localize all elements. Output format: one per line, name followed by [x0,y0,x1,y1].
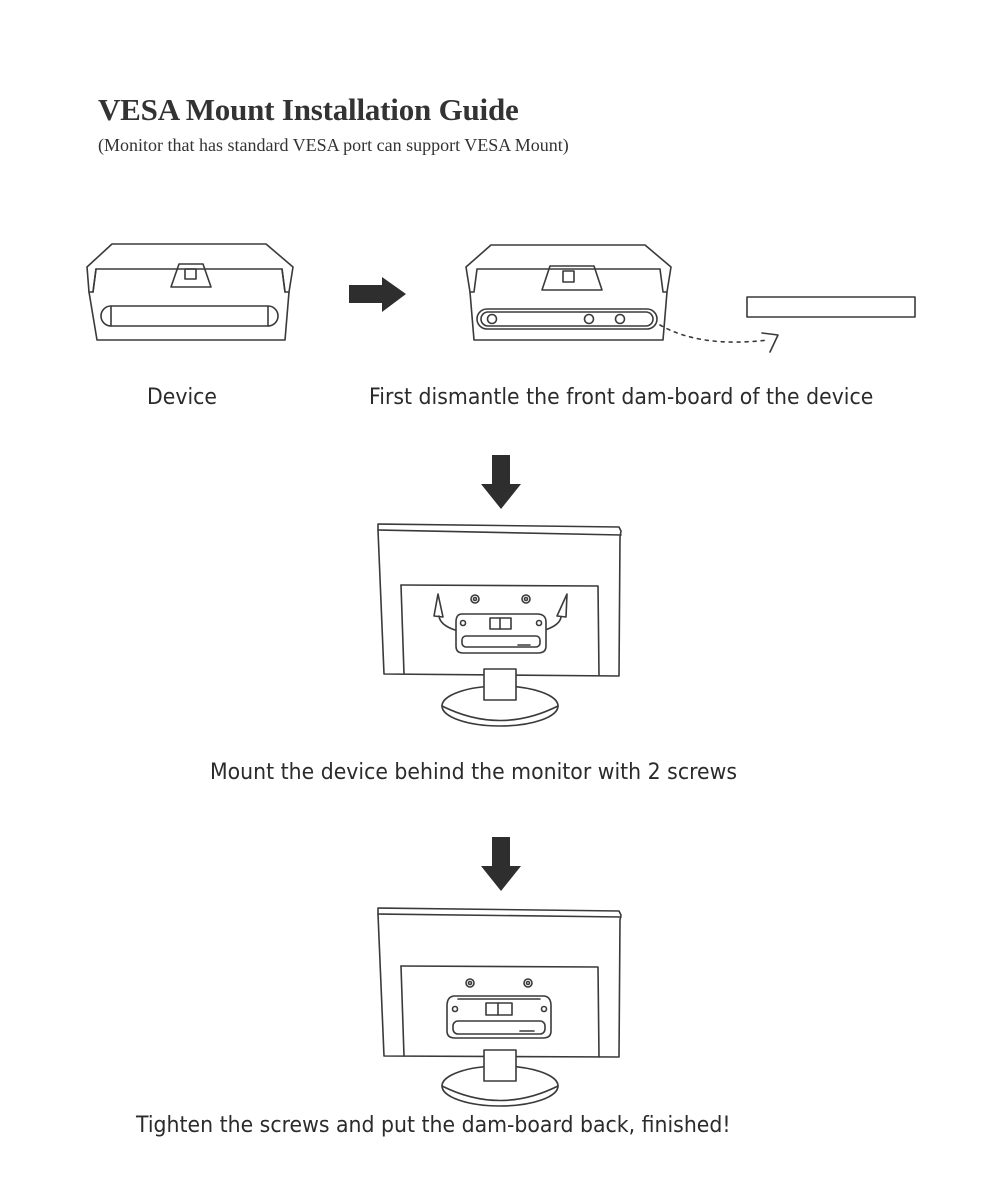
screw-hole-icon [583,313,595,325]
mounted-device [446,995,552,1039]
vesa-screw-icon [523,978,533,988]
curved-arrow-right-icon [544,593,568,631]
screw-hole-icon [486,313,498,325]
device-switch [485,1002,513,1016]
camera-housing [541,265,603,291]
arrow-down-icon [481,455,521,509]
device-slot [452,1020,546,1035]
curved-arrow-left-icon [433,593,456,631]
dam-board [746,296,916,318]
step-caption-device: Device [147,385,217,410]
screw-hole-icon [614,313,626,325]
step-caption-mount: Mount the device behind the monitor with… [210,760,738,785]
arrow-right-icon [349,277,406,312]
dismantled-device-illustration [465,244,672,341]
camera-lens-icon [562,270,575,283]
camera-housing [170,263,212,288]
vesa-screw-icon [465,978,475,988]
arrow-down-icon [481,837,521,891]
step-caption-dismantle: First dismantle the front dam-board of t… [369,385,874,410]
monitor-stand-neck [483,1049,517,1082]
mounted-device [455,613,547,654]
device-slot [100,305,279,327]
device-screw-rail [476,308,658,330]
step-caption-finish: Tighten the screws and put the dam-board… [136,1113,731,1138]
device-illustration [86,243,294,341]
monitor-mounting-illustration [377,523,622,727]
monitor-stand-neck [483,668,517,701]
device-slot [461,635,541,648]
removal-arrowhead-icon [761,332,779,353]
camera-lens-icon [184,268,197,280]
removal-arrow-dashed [659,324,769,343]
guide-subtitle: (Monitor that has standard VESA port can… [98,135,569,155]
vesa-screw-icon [470,594,480,604]
vesa-screw-icon [521,594,531,604]
monitor-finished-illustration [377,907,622,1107]
guide-title: VESA Mount Installation Guide [98,92,519,127]
